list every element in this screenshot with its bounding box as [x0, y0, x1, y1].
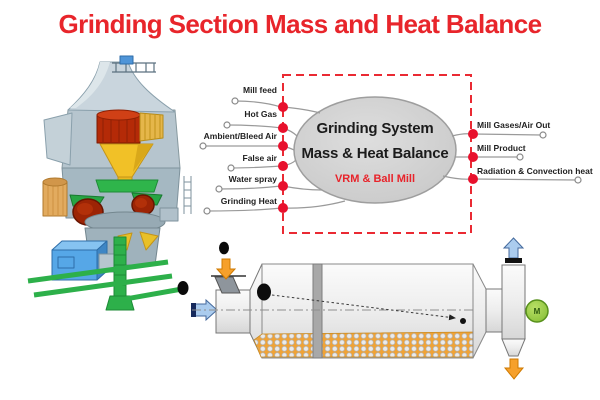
bullet-dot-left: [177, 281, 189, 295]
output-label-mill-gases-air-out: Mill Gases/Air Out: [477, 120, 551, 130]
feed-arrow-icon: [215, 258, 237, 280]
input-label-ambient-bleed-air: Ambient/Bleed Air: [203, 131, 277, 141]
skid-frame: [27, 259, 183, 303]
output-label-radiation-convection-heat: Radiation & Convection heat: [477, 166, 593, 176]
trajectory-line: [271, 294, 456, 321]
mill-motor: [525, 299, 549, 323]
bullet-dot-feed: [219, 241, 229, 255]
bullet-dot-inside: [257, 283, 271, 301]
motor-label: M: [534, 307, 541, 316]
ball-mill-illustration: M: [177, 237, 549, 380]
mill-diaphragm: [312, 263, 323, 359]
gas-out-arrow-icon: [502, 237, 525, 259]
discharge-box: [501, 264, 526, 340]
line-terminals: [199, 97, 582, 215]
ellipse-title-line2: Mass & Heat Balance: [301, 145, 449, 162]
ellipse-subtitle: VRM & Ball Mill: [334, 173, 416, 185]
ellipse-title-line1: Grinding System: [316, 120, 434, 137]
input-label-grinding-heat: Grinding Heat: [220, 196, 277, 206]
input-label-mill-feed: Mill feed: [242, 85, 277, 95]
input-label-false-air: False air: [242, 153, 278, 163]
output-label-mill-product: Mill Product: [477, 143, 526, 153]
vrm-mill-illustration: [27, 55, 192, 311]
io-node-dots: [278, 102, 478, 213]
input-label-hot-gas: Hot Gas: [244, 109, 277, 119]
ball-charge: [253, 331, 474, 358]
page-title: Grinding Section Mass and Heat Balance: [58, 9, 542, 39]
input-label-water-spray: Water spray: [228, 174, 277, 184]
product-out-arrow-icon: [503, 358, 525, 380]
